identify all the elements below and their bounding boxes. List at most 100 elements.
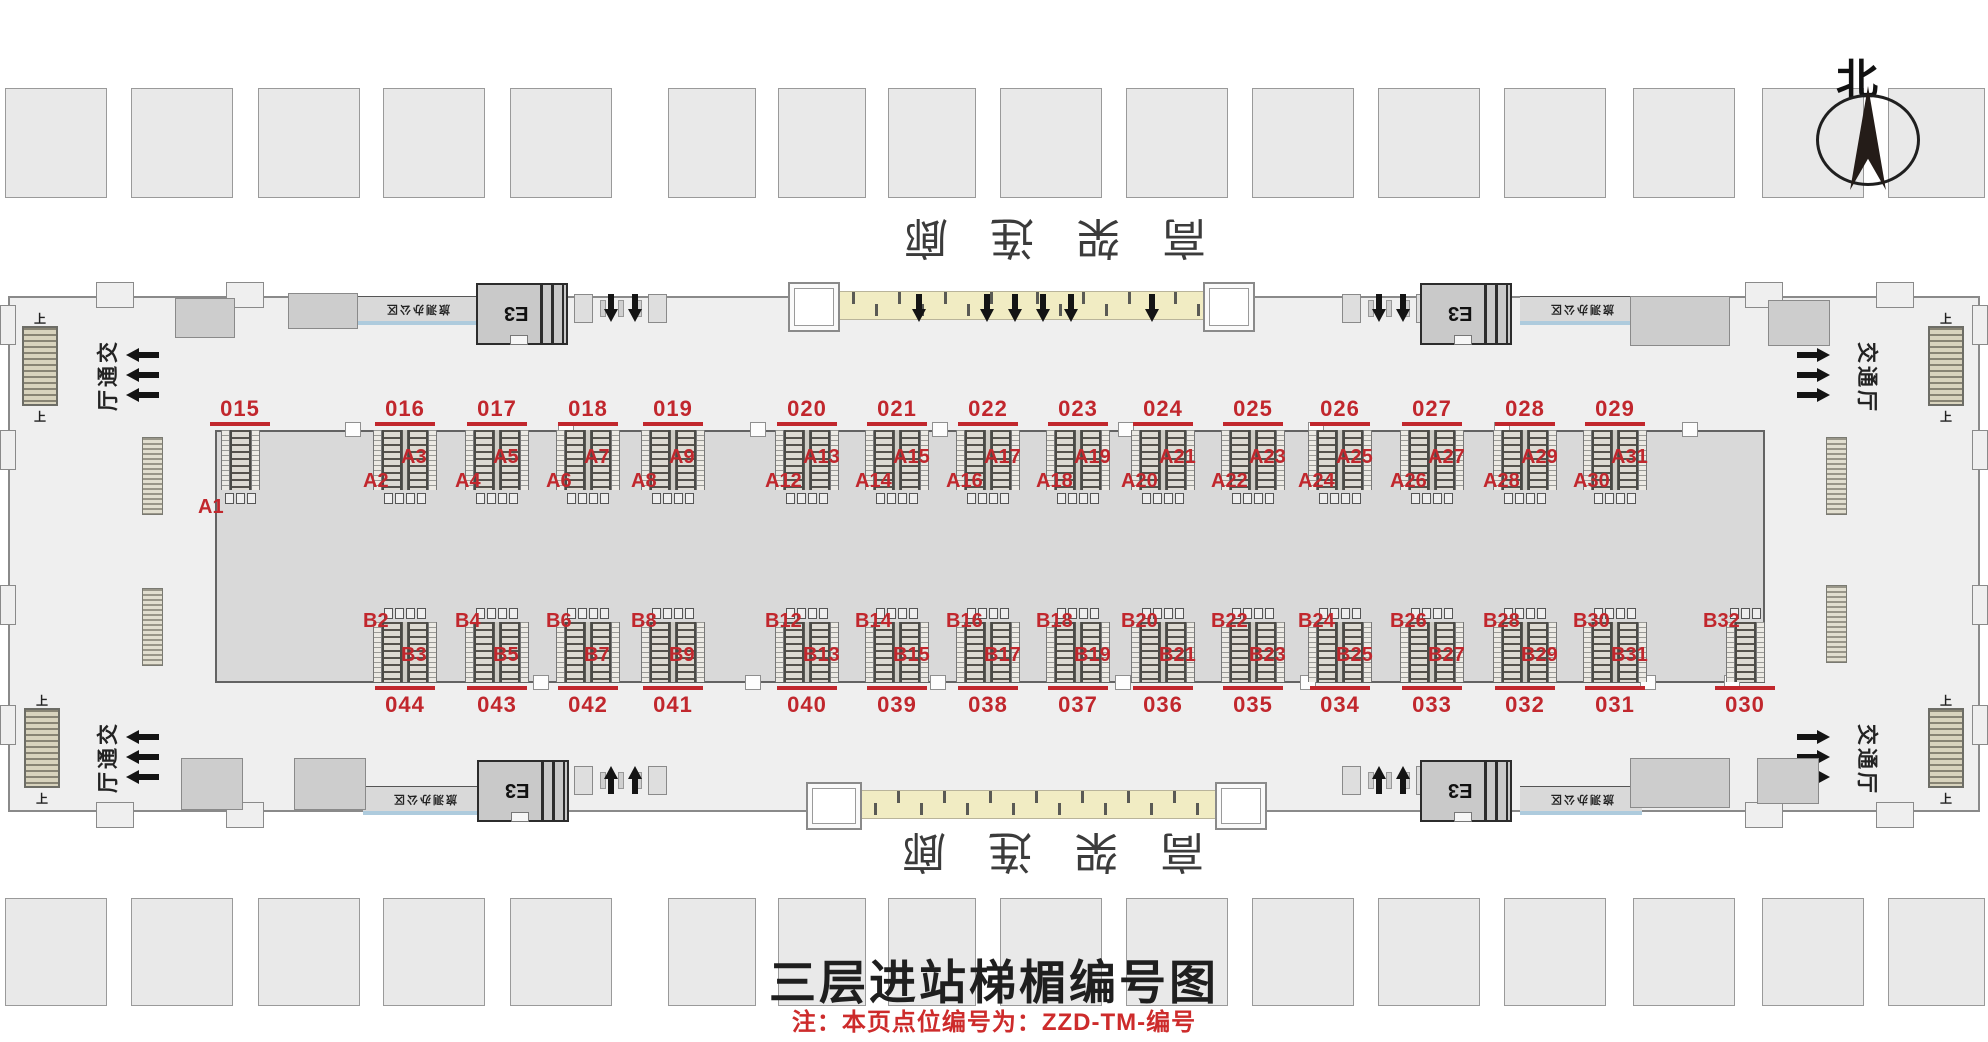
escalator-pair (1713, 622, 1777, 682)
footprint-mark (246, 493, 256, 504)
tm-number-bar (1133, 686, 1193, 690)
up-label: 上 (36, 694, 49, 708)
escalator-label: A30 (1573, 470, 1610, 492)
escalator-label: A18 (1036, 470, 1073, 492)
footprint-mark (1515, 493, 1524, 504)
flow-arrow-up-icon (1372, 766, 1386, 794)
flow-arrow-down-icon (1008, 294, 1022, 322)
elevated-corridor-label-bottom: 高架连廊 (860, 827, 1204, 876)
footprint-marks (465, 493, 529, 504)
escalator-label: A5 (493, 446, 519, 468)
escalator-label: B30 (1573, 610, 1610, 632)
escalator-rail (956, 430, 965, 490)
escalator-label: A16 (946, 470, 983, 492)
top-strip-block (1000, 88, 1102, 198)
escalator-rail (865, 622, 874, 682)
footprint-mark (1433, 493, 1442, 504)
escalator-rail (1249, 430, 1257, 490)
tm-number-bar (1223, 686, 1283, 690)
footprint-mark (909, 608, 918, 619)
escalator-rail (775, 622, 784, 682)
footprint-marks (1493, 493, 1557, 504)
escalator-label: B8 (631, 610, 657, 632)
escalator-rail (1011, 622, 1020, 682)
entrance-post-block (648, 294, 667, 323)
escalator-ladder (676, 622, 697, 682)
hall-wall-connector (533, 675, 549, 690)
footprint-marks (208, 493, 272, 504)
escalator-label: A15 (893, 446, 930, 468)
escalator-rail (1583, 430, 1592, 490)
band-tick (943, 791, 946, 803)
escalator-rail (556, 430, 565, 490)
stair-hatch (541, 762, 565, 820)
escalator-ladder (649, 622, 670, 682)
escalator-rail (1186, 430, 1195, 490)
tm-number-015: 015 (220, 396, 260, 421)
footprint-mark (417, 493, 426, 504)
footprint-marks (1221, 608, 1285, 619)
footprint-mark (417, 608, 426, 619)
footprint-mark (406, 493, 415, 504)
escalator-ladder (810, 430, 831, 490)
entrance-post (1386, 300, 1392, 317)
band-tick (1104, 803, 1107, 815)
footprint-mark (1594, 493, 1603, 504)
corner-escalator (24, 708, 60, 788)
flow-arrow-up-icon (628, 766, 642, 794)
hall-wall-connector (1682, 422, 1698, 437)
escalator-rail (1101, 430, 1110, 490)
bottom-strip-block (1762, 898, 1864, 1006)
footprint-mark (1537, 493, 1546, 504)
traffic-hall-char: 通 (97, 366, 120, 387)
footprint-mark (395, 608, 404, 619)
escalator-ladder (1139, 622, 1160, 682)
escalator-label: A27 (1428, 446, 1465, 468)
top-strip-block (131, 88, 233, 198)
footprint-mark (476, 493, 485, 504)
escalator-ladder (1316, 430, 1337, 490)
footprint-marks (865, 493, 929, 504)
footprint-mark (406, 608, 415, 619)
side-wall-escalator (1826, 585, 1847, 663)
escalator-rail (1725, 622, 1735, 682)
top-strip-block (383, 88, 485, 198)
escalator-label: A8 (631, 470, 657, 492)
tm-number-bar (867, 686, 927, 690)
footprint-mark (498, 608, 507, 619)
stair-block-slot (510, 335, 528, 345)
escalator-ladder (649, 430, 670, 490)
footprint-marks (465, 608, 529, 619)
band-tick (1035, 791, 1038, 803)
footprint-mark (1079, 608, 1088, 619)
escalator-rail (1131, 430, 1140, 490)
footprint-marks (641, 608, 705, 619)
escalator-pair (865, 430, 929, 490)
footprint-mark (1079, 493, 1088, 504)
tm-number-016: 016 (385, 396, 425, 421)
footprint-mark (1243, 608, 1252, 619)
up-label: 上 (36, 792, 49, 806)
footprint-mark (989, 608, 998, 619)
service-block (1630, 296, 1730, 346)
traffic-arrow-left-icon (126, 750, 160, 764)
tm-number-035: 035 (1233, 692, 1273, 717)
escalator-ladder (1229, 430, 1250, 490)
escalator-rail (465, 622, 474, 682)
escalator-rail (1455, 622, 1464, 682)
tm-number-bar (467, 422, 527, 426)
tm-number-030: 030 (1725, 692, 1765, 717)
tm-number-bar (1495, 422, 1555, 426)
stair-block: E3 (477, 760, 569, 822)
tm-number-018: 018 (568, 396, 608, 421)
escalator-rail (1400, 622, 1409, 682)
escalator-ladder (991, 430, 1012, 490)
escalator-pair (1131, 430, 1195, 490)
tm-number-040: 040 (787, 692, 827, 717)
